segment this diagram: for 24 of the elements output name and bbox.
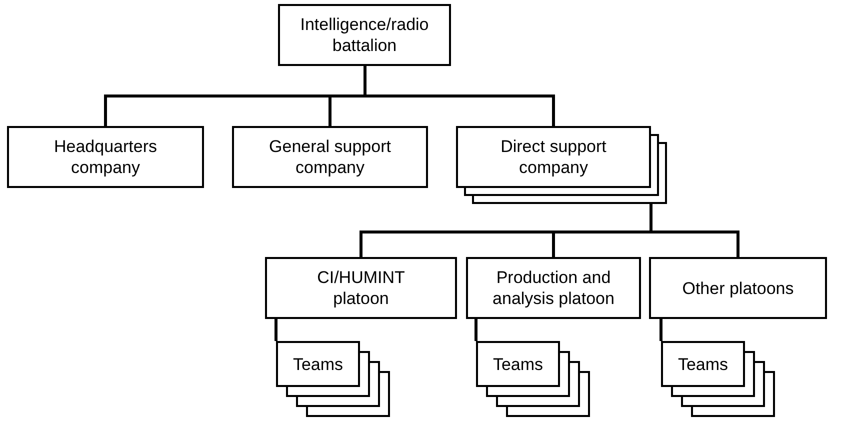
stacked-org-boxes (476, 341, 590, 417)
connector-line (650, 204, 740, 257)
org-box (265, 257, 457, 319)
stacked-org-boxes (661, 341, 775, 417)
connector-line (474, 318, 478, 341)
box-label: Direct support company (500, 136, 608, 178)
box-label: Production and analysis platoon (492, 267, 616, 309)
box-label: CI/HUMINT platoon (316, 267, 406, 309)
box-label: Other platoons (682, 278, 794, 298)
stacked-org-boxes (276, 341, 390, 417)
box-label: Teams (492, 354, 544, 374)
box-label: Teams (678, 354, 728, 374)
connector-line (274, 318, 278, 341)
org-box (649, 257, 827, 319)
box-label: Intelligence/radio battalion (299, 14, 430, 56)
org-box (466, 257, 641, 319)
stacked-org-boxes (456, 126, 667, 204)
org-box (278, 4, 451, 66)
box-label: Headquarters company (52, 136, 158, 178)
box-label: General support company (268, 136, 392, 178)
org-box (232, 126, 428, 188)
connector-line (660, 318, 662, 341)
org-box (7, 126, 204, 188)
box-label: Teams (292, 354, 344, 374)
